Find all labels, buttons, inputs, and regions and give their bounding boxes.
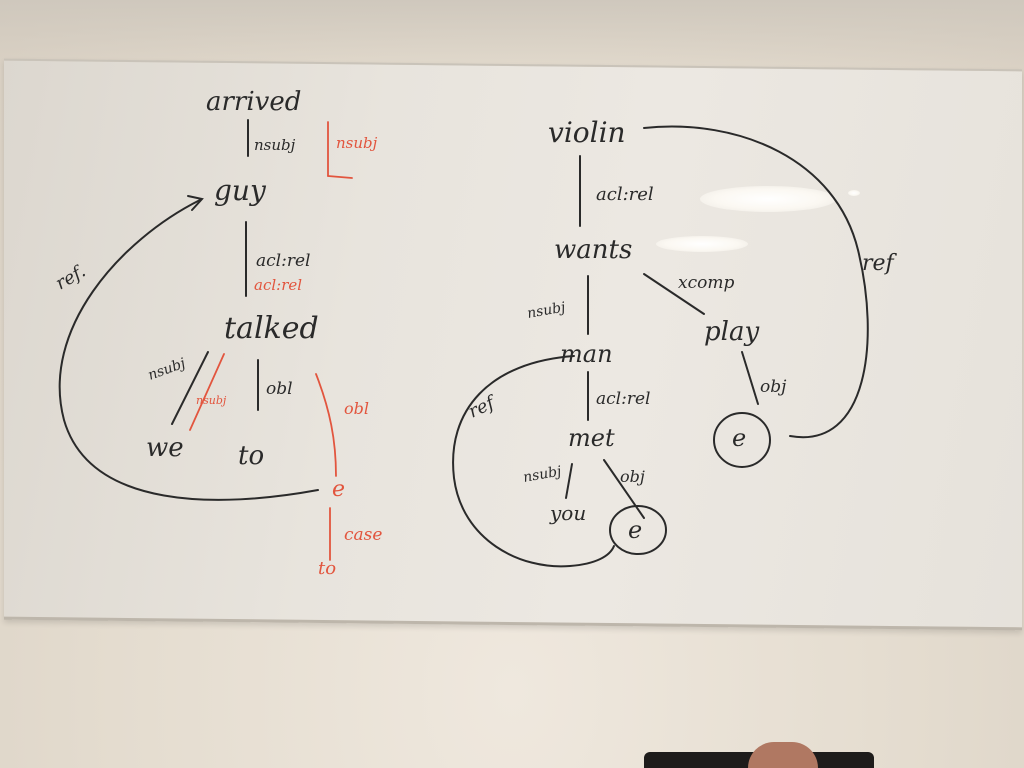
ref-curve-left	[58, 199, 319, 501]
label-case-red: case	[344, 525, 382, 545]
circle-e-met	[609, 505, 667, 555]
ref-curve-right-outer	[643, 125, 869, 439]
node-e-met: e	[628, 516, 642, 544]
ref-curve-right-inner	[452, 355, 615, 568]
label-obl-e-red: obl	[344, 399, 369, 418]
label-nsubj-we: nsubj	[146, 355, 188, 383]
label-obl-to: obl	[266, 379, 293, 399]
node-guy: guy	[214, 174, 267, 207]
label-obj-play: obj	[760, 377, 787, 397]
label-aclrel-guy: acl:rel	[256, 251, 310, 271]
node-violin: violin	[548, 116, 626, 149]
label-obj-met: obj	[620, 467, 645, 486]
label-ref-right-outer: ref	[862, 251, 898, 276]
label-xcomp: xcomp	[678, 273, 734, 293]
edge-play-e	[741, 351, 759, 405]
ceiling-light-reflection-dot	[848, 190, 860, 196]
node-met: met	[568, 424, 615, 452]
node-e-left: e	[332, 477, 345, 502]
node-arrived: arrived	[206, 87, 301, 117]
label-aclrel-violin: acl:rel	[596, 184, 654, 205]
label-nsubj-arrived-red: nsubj	[336, 134, 378, 152]
ceiling-light-reflection-small	[656, 236, 748, 252]
label-ref-left: ref.	[52, 261, 89, 295]
node-talked: talked	[224, 311, 319, 346]
node-man: man	[560, 340, 613, 368]
node-we: we	[146, 433, 184, 463]
edge-met-you	[565, 463, 573, 499]
node-you: you	[549, 501, 586, 525]
label-nsubj-we-red: nsubj	[196, 394, 227, 407]
node-to-red: to	[318, 558, 336, 579]
edge-met-e	[603, 459, 645, 519]
ref-arrowhead-left	[187, 195, 204, 211]
red-edge-talked-we	[189, 353, 225, 431]
circle-e-play	[713, 412, 771, 468]
label-nsubj-man: nsubj	[526, 299, 567, 322]
edge-wants-play	[643, 273, 705, 315]
node-to: to	[238, 441, 264, 471]
label-nsubj-arrived: nsubj	[254, 136, 296, 154]
node-e-play: e	[732, 424, 746, 452]
label-aclrel-man: acl:rel	[596, 389, 650, 409]
label-ref-right-inner: ref	[465, 391, 500, 422]
hand	[748, 742, 818, 768]
node-wants: wants	[554, 235, 632, 265]
node-play: play	[704, 317, 759, 347]
label-nsubj-met: nsubj	[522, 463, 563, 486]
red-edge-arrived-base	[327, 175, 353, 179]
edge-talked-we	[171, 351, 209, 425]
ceiling-light-reflection-large	[700, 186, 836, 212]
red-edge-talked-e	[315, 373, 337, 477]
ceiling-shade	[0, 0, 1024, 70]
label-aclrel-guy-red: acl:rel	[254, 276, 302, 294]
